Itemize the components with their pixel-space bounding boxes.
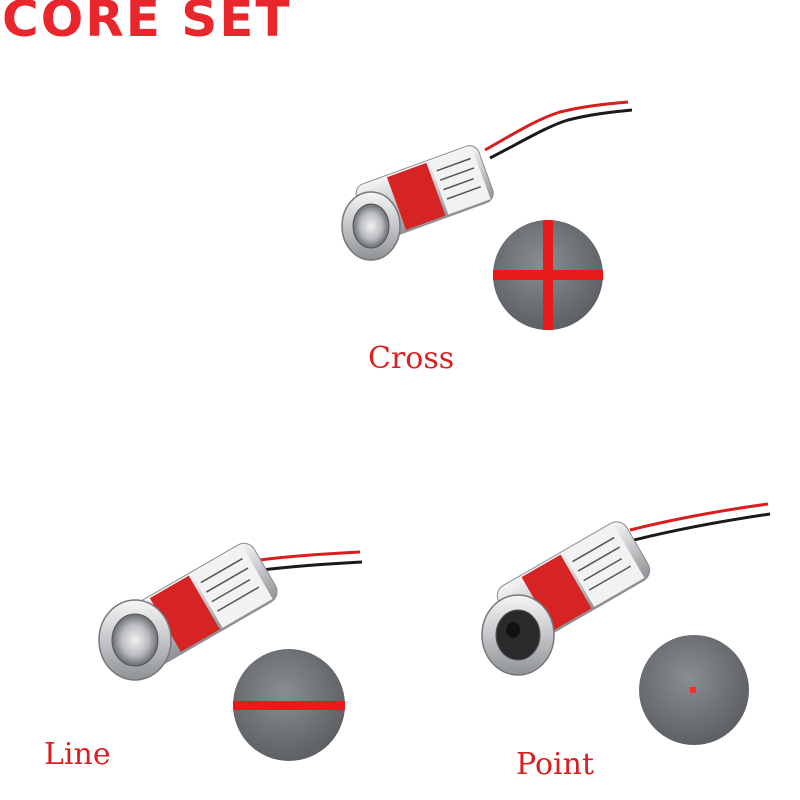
laser-module-point — [481, 502, 771, 676]
brand-logo: CORE SET — [2, 0, 292, 48]
beam-pattern-point — [639, 635, 749, 745]
laser-module-line — [98, 542, 363, 681]
beam-pattern-line — [233, 649, 345, 761]
laser-module-cross — [341, 100, 633, 261]
caption-cross: Cross — [368, 341, 455, 376]
caption-point: Point — [516, 747, 595, 782]
beam-pattern-cross — [493, 220, 603, 330]
caption-line: Line — [44, 737, 111, 772]
